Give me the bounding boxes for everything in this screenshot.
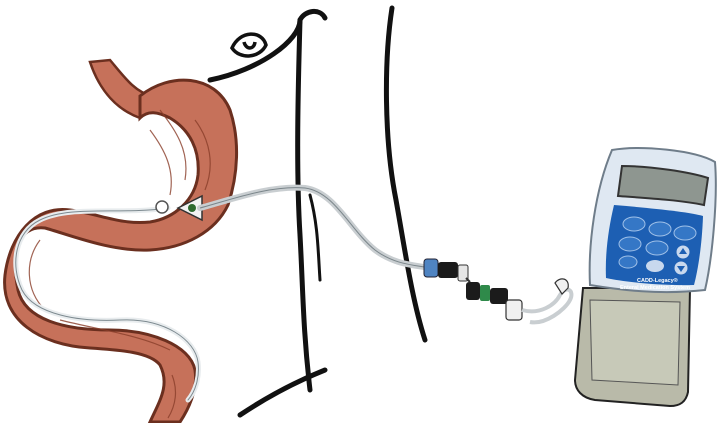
pump-brand-line2: Enteral Medication System xyxy=(620,285,690,291)
on-off-button[interactable] xyxy=(619,256,637,268)
right-body-outline xyxy=(386,8,425,340)
inner-line xyxy=(310,195,320,280)
pump-tube xyxy=(522,290,571,323)
stop-start-button[interactable] xyxy=(623,217,645,231)
stomach xyxy=(5,60,237,422)
lock-button[interactable] xyxy=(646,260,664,272)
ear-icon xyxy=(232,34,266,56)
enter-clear-button[interactable] xyxy=(674,226,696,240)
pump-brand-line1: CADD-Legacy® xyxy=(637,277,678,284)
next-button[interactable] xyxy=(619,237,641,251)
tube-connectors xyxy=(424,259,522,320)
prime-button[interactable] xyxy=(649,222,671,236)
torso-midline xyxy=(298,20,310,390)
pump-buttons xyxy=(619,217,696,275)
select-button[interactable] xyxy=(646,241,668,255)
tube-clamp xyxy=(555,279,568,294)
body-outline xyxy=(210,8,425,415)
infusion-pump: CADD-Legacy® Enteral Medication System xyxy=(575,148,716,406)
lower-body-outline xyxy=(240,370,325,415)
